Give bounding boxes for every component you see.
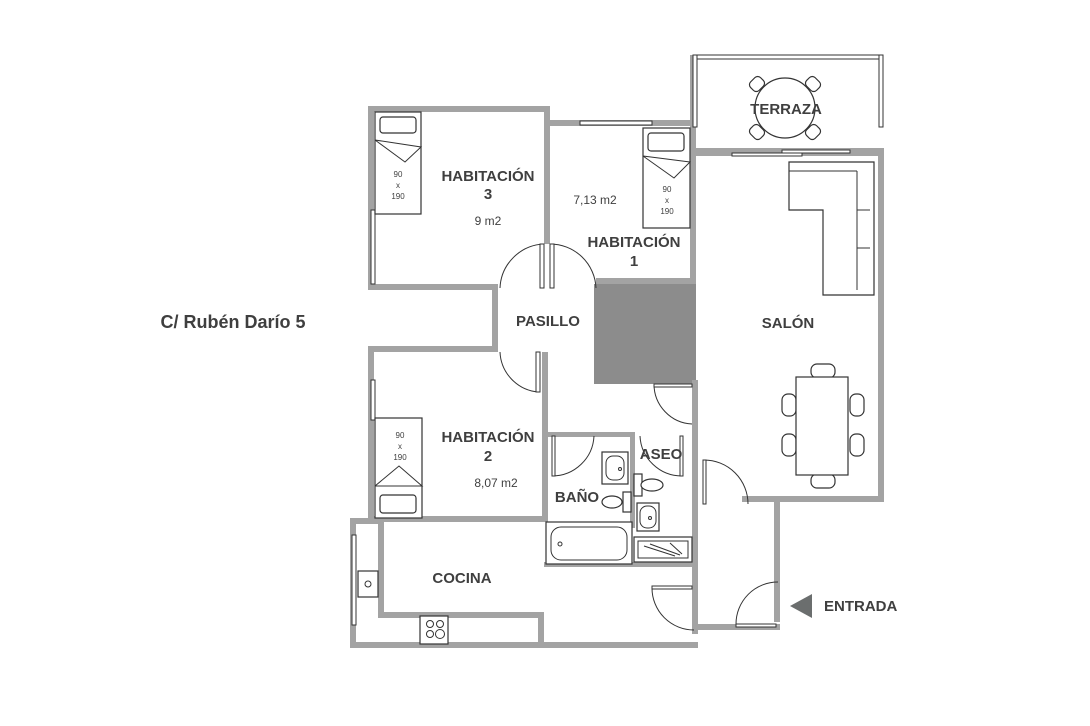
- room-label-habitacion-2: HABITACIÓN: [441, 428, 534, 446]
- bathroom-fixtures: [545, 451, 693, 565]
- doors: [499, 243, 779, 631]
- kitchen-fixtures: [357, 570, 449, 645]
- room-area-habitacion-3: 9 m2: [475, 214, 502, 228]
- room-label-aseo: ASEO: [640, 446, 683, 463]
- room-area-habitacion-2: 8,07 m2: [474, 476, 518, 490]
- bed-x: x: [665, 196, 669, 205]
- bed-x: x: [396, 181, 400, 190]
- room-label-terraza: TERRAZA: [750, 101, 822, 118]
- entrance-label: ENTRADA: [824, 598, 897, 615]
- arrow-left-triangle-icon: [790, 594, 812, 618]
- terraza-round-table: [748, 75, 822, 141]
- room-label-salon: SALÓN: [762, 314, 815, 332]
- sofa: [788, 161, 875, 296]
- room-label-habitacion-3: HABITACIÓN: [441, 167, 534, 185]
- bed-width: 90: [396, 431, 405, 440]
- room-label-habitacion-1: HABITACIÓN: [587, 233, 680, 251]
- room-number-habitacion-2: 2: [484, 448, 492, 465]
- room-label-cocina: COCINA: [432, 570, 491, 587]
- dining-table: [781, 363, 865, 489]
- room-label-pasillo: PASILLO: [516, 313, 580, 330]
- bed-length: 190: [660, 207, 674, 216]
- room-number-habitacion-3: 3: [484, 186, 492, 203]
- bed-width: 90: [394, 170, 403, 179]
- address-label: C/ Rubén Darío 5: [160, 312, 305, 332]
- room-number-habitacion-1: 1: [630, 253, 638, 270]
- room-area-habitacion-1: 7,13 m2: [573, 193, 617, 207]
- bed-length: 190: [391, 192, 405, 201]
- bed-habitacion-3: 90 x 190: [374, 111, 423, 215]
- bed-width: 90: [663, 185, 672, 194]
- windows: [351, 54, 884, 626]
- bed-length: 190: [393, 453, 407, 462]
- shaft: [594, 284, 696, 384]
- bed-habitacion-2: 90 x 190: [374, 417, 424, 519]
- bed-habitacion-1: 90 x 190: [642, 127, 692, 229]
- room-label-bano: BAÑO: [555, 488, 599, 506]
- bed-x: x: [398, 442, 402, 451]
